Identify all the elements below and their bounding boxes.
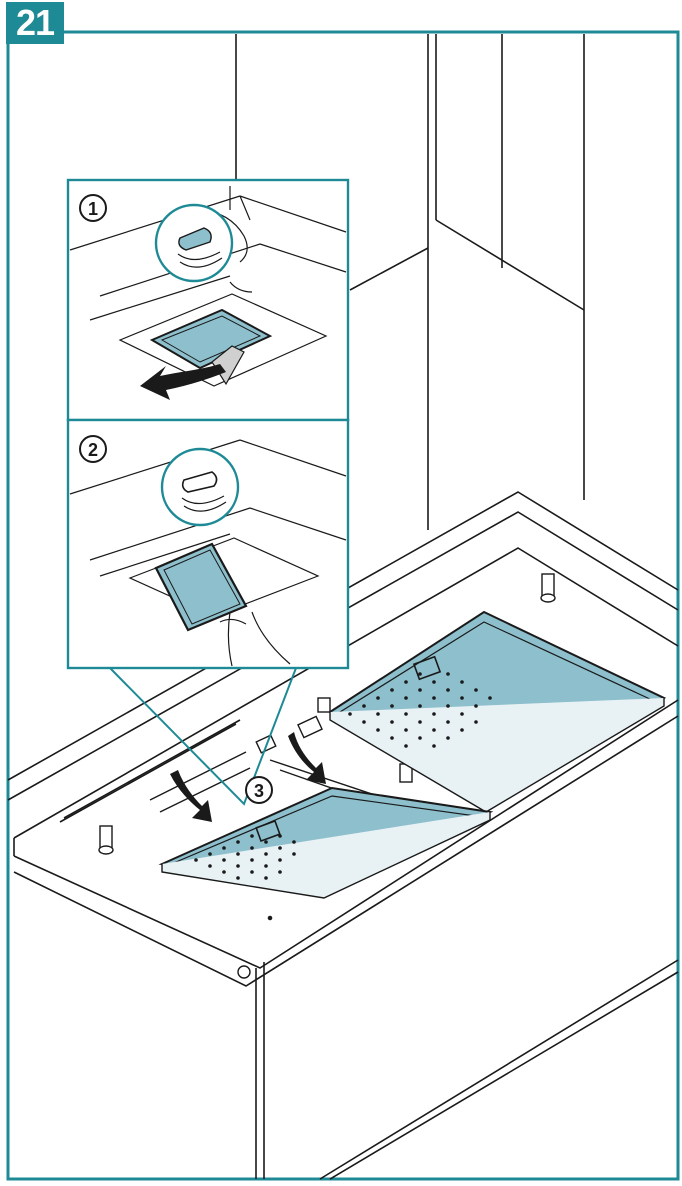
- step-badge-bg: [6, 2, 64, 44]
- step-callout-1: 1: [79, 194, 107, 222]
- outer-frame: [6, 30, 680, 1181]
- grease-filter-left: [158, 786, 494, 899]
- step-callout-2: 2: [79, 435, 107, 463]
- chimney-lines: [235, 34, 585, 530]
- step-callout-3: 3: [245, 776, 273, 804]
- callout-pointer: [109, 667, 297, 806]
- curved-arrow-icon: [140, 364, 226, 400]
- step-number-badge: 21: [15, 2, 55, 43]
- filter-clip-icon: [160, 447, 240, 527]
- hood-knobs: [98, 573, 556, 979]
- filter-clip-icon: [154, 203, 234, 283]
- step-callout-1-label: 1: [88, 199, 98, 219]
- curved-arrow-icon: [170, 732, 326, 822]
- step-callout-3-label: 3: [254, 781, 264, 801]
- inset-panel-1: 1: [66, 178, 350, 422]
- grease-filter-right: [328, 610, 667, 813]
- filter-perforations-left: [194, 834, 296, 880]
- filter-perforations-right: [348, 672, 492, 748]
- inset-panel-2: 2: [66, 418, 350, 670]
- step-callout-2-label: 2: [88, 440, 98, 460]
